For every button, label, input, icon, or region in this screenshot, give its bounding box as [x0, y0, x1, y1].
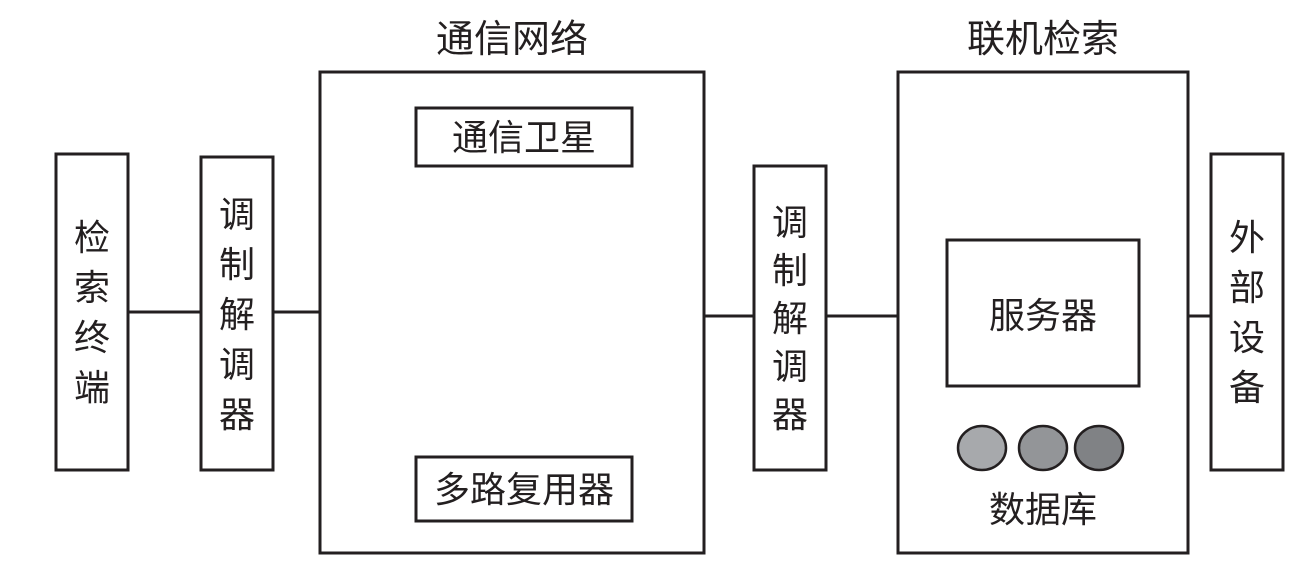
- database-label: 数据库: [989, 490, 1097, 531]
- external-box: [1209, 152, 1285, 472]
- online-retrieval-title: 联机检索: [967, 17, 1119, 61]
- external-label: 外部设备: [1229, 218, 1265, 409]
- modem-left-label: 调制解调器: [219, 195, 255, 436]
- multiplexer-box: [414, 455, 634, 523]
- modem-right-label: 调制解调器: [772, 203, 808, 436]
- modem-left-box: [199, 155, 275, 472]
- modem-right-box: [752, 164, 828, 472]
- satellite-label: 通信卫星: [452, 118, 596, 159]
- network-title: 通信网络: [436, 17, 588, 61]
- terminal-label: 检索终端: [74, 218, 110, 409]
- satellite-box: [414, 106, 634, 168]
- database-icon: [956, 424, 1125, 472]
- database-disk-2: [1017, 424, 1069, 472]
- database-disk-3: [1073, 424, 1125, 472]
- server-label: 服务器: [989, 296, 1097, 337]
- multiplexer-label: 多路复用器: [434, 470, 614, 511]
- database-disk-1: [956, 424, 1008, 472]
- terminal-box: [54, 152, 130, 472]
- server-box: [945, 238, 1141, 388]
